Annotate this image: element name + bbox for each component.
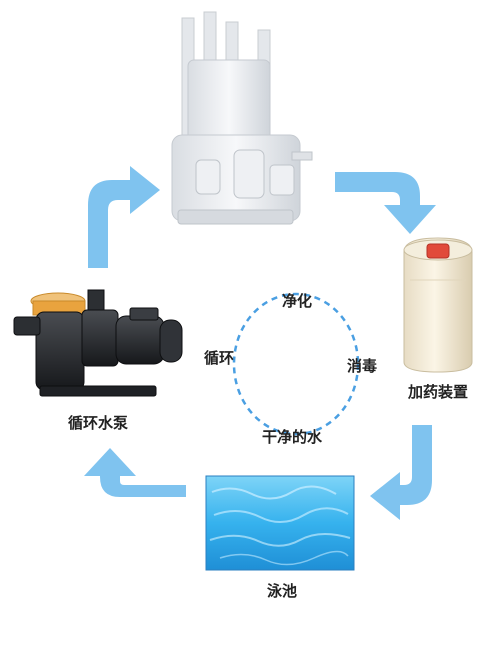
pool-water-icon (205, 475, 355, 571)
chemical-tank-icon (403, 237, 473, 373)
cycle-label-disinfect: 消毒 (346, 357, 378, 375)
pool-label: 泳池 (266, 582, 298, 600)
inner-cycle-ring (232, 292, 360, 436)
water-pump-icon (13, 289, 183, 397)
pump-label: 循环水泵 (67, 414, 129, 432)
arrow-to-pump (84, 448, 186, 497)
dosing-label: 加药装置 (407, 383, 469, 401)
arrow-to-dosing (335, 172, 436, 234)
sand-filter-icon (171, 11, 313, 225)
arrow-to-filter (88, 166, 160, 268)
cycle-label-purify: 净化 (281, 292, 313, 310)
cycle-label-circulate: 循环 (203, 349, 235, 367)
arrow-to-pool (370, 425, 432, 520)
cycle-label-clean-water: 干净的水 (261, 428, 323, 446)
